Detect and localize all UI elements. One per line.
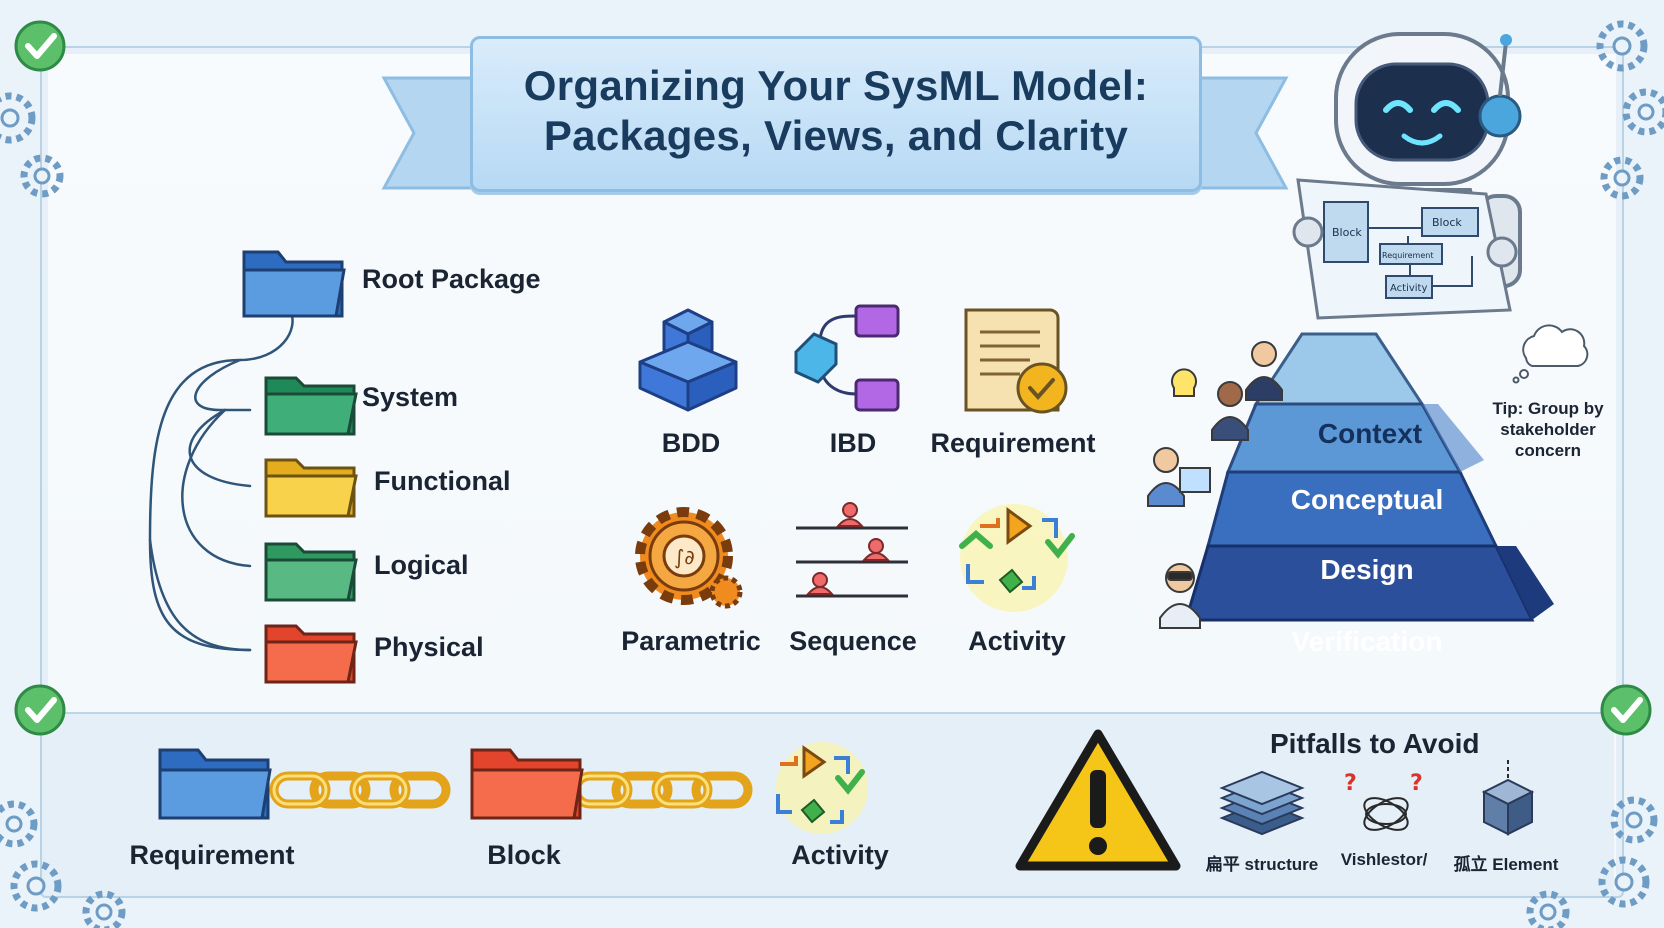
package-label-physical: Physical	[374, 632, 484, 662]
diagram-sheet: Block Block Requirement Activity	[1292, 178, 1518, 320]
folder-icon	[264, 458, 358, 518]
folder-icon	[158, 748, 272, 820]
view-label-ibd: IBD	[829, 428, 877, 458]
package-label-functional: Functional	[374, 466, 511, 496]
svg-text:?: ?	[1410, 771, 1423, 796]
title-banner: Organizing Your SysML Model: Packages, V…	[470, 36, 1202, 192]
trace-label-activity: Activity	[791, 840, 889, 870]
folder-icon	[264, 376, 358, 436]
bdd-cubes-icon	[638, 308, 738, 412]
abstraction-pyramid	[1183, 332, 1554, 622]
activity-flow-icon	[776, 742, 868, 834]
view-label-activity: Activity	[968, 626, 1066, 656]
trace-label-requirement: Requirement	[129, 840, 295, 870]
svg-text:?: ?	[1344, 771, 1357, 796]
activity-flow-icon	[959, 504, 1075, 612]
stakeholder-tip: Tip: Group by stakeholder concern	[1478, 398, 1618, 461]
tangled-question-icon: ? ?	[1344, 771, 1423, 831]
flat-layers-icon	[1219, 770, 1305, 836]
pitfall-label-isolated: 孤立 Element	[1453, 855, 1559, 874]
view-label-parametric: Parametric	[621, 626, 761, 656]
pitfall-label-spaghetti: Vishlestor/	[1340, 850, 1428, 869]
trace-label-block: Block	[487, 840, 561, 870]
check-icon	[1600, 684, 1652, 736]
pyramid-level-context: Context	[1317, 418, 1423, 449]
gear-icon	[0, 20, 1664, 928]
folder-icon	[470, 748, 584, 820]
package-label-logical: Logical	[374, 550, 469, 580]
traceability-chain	[158, 742, 868, 834]
isolated-cube-icon	[1481, 760, 1535, 836]
package-tree-connectors	[148, 308, 294, 652]
stakeholder-figures	[1147, 341, 1283, 629]
view-label-requirement: Requirement	[930, 428, 1096, 458]
sheet-label: Block	[1332, 226, 1362, 239]
pitfalls-heading: Pitfalls to Avoid	[1270, 728, 1480, 759]
folder-icon	[264, 542, 358, 602]
pitfall-label-flat: 扁平 structure	[1205, 855, 1319, 874]
requirement-document-icon	[964, 308, 1068, 414]
check-icon	[14, 684, 66, 736]
folder-icon	[264, 624, 358, 684]
tip-line: stakeholder	[1500, 420, 1596, 439]
folder-icon	[242, 250, 346, 318]
pyramid-level-conceptual: Conceptual	[1290, 484, 1444, 515]
package-label-system: System	[362, 382, 459, 412]
view-label-bdd: BDD	[661, 428, 721, 458]
tip-line: concern	[1514, 441, 1582, 460]
ibd-parts-icon	[794, 304, 900, 412]
title-line-2: Packages, Views, and Clarity	[543, 112, 1129, 159]
root-package-label: Root Package	[362, 264, 541, 294]
pyramid-level-verification: Verification	[1291, 626, 1443, 657]
title-line-1: Organizing Your SysML Model:	[523, 62, 1149, 109]
tip-line: Tip: Group by	[1492, 399, 1604, 418]
view-label-sequence: Sequence	[789, 626, 917, 656]
parametric-gear-icon: ∫∂	[635, 507, 743, 609]
sheet-label: Requirement	[1382, 251, 1433, 260]
check-icon	[14, 20, 66, 72]
thought-cloud-icon	[1512, 324, 1589, 384]
pyramid-level-design: Design	[1320, 554, 1414, 585]
warning-icon	[1015, 729, 1181, 871]
sequence-lifelines-icon	[796, 502, 908, 598]
svg-text:∫∂: ∫∂	[674, 545, 695, 569]
sheet-label: Block	[1432, 216, 1462, 229]
sheet-label: Activity	[1390, 283, 1427, 294]
